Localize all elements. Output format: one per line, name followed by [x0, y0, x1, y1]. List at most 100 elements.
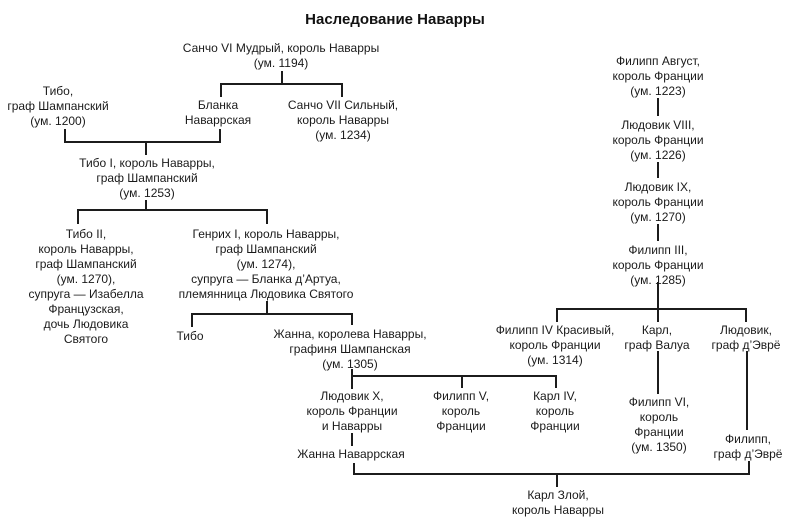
connector-line: [351, 369, 353, 389]
text-line: Людовик VIII,: [621, 118, 695, 132]
connector-line: [64, 141, 221, 143]
person-ludovik8: Людовик VIII, король Франции (ум. 1226): [612, 118, 703, 163]
person-genrih1: Генрих I, король Наварры, граф Шампански…: [179, 227, 354, 302]
person-tibo1: Тибо I, король Наварры, граф Шампанский …: [79, 156, 215, 201]
connector-line: [266, 301, 268, 315]
text-line: (ум. 1270): [630, 210, 686, 224]
text-line: (ум. 1270),: [56, 272, 116, 286]
person-philipp5: Филипп V, король Франции: [433, 389, 489, 434]
text-line: Карл,: [641, 323, 673, 337]
person-tibo2: Тибо II, король Наварры, граф Шампанский…: [29, 227, 144, 347]
text-line: Генрих I, король Наварры,: [192, 227, 340, 241]
text-line: Санчо VII Сильный,: [287, 98, 399, 112]
text-line: Жанна Наваррская: [297, 447, 405, 461]
connector-line: [657, 282, 659, 322]
text-line: Филипп,: [725, 432, 771, 446]
person-tibo-graf: Тибо, граф Шампанский (ум. 1200): [7, 84, 108, 129]
text-line: Карл Злой,: [527, 488, 589, 502]
connector-line: [556, 308, 747, 310]
text-line: король Франции: [509, 338, 601, 352]
text-line: Франции: [436, 419, 486, 433]
text-line: король Франции: [612, 69, 704, 83]
text-line: король Франции: [612, 195, 704, 209]
text-line: граф Шампанский: [35, 257, 137, 271]
text-line: Французская,: [48, 302, 124, 316]
text-line: король Наварры,: [38, 242, 134, 256]
connector-line: [351, 375, 557, 377]
text-line: и Наварры: [321, 419, 383, 433]
text-line: Филипп V,: [432, 389, 490, 403]
person-philipp-avgust: Филипп Август, король Франции (ум. 1223): [612, 54, 703, 99]
person-karl-valua: Карл, граф Валуа: [624, 323, 689, 353]
connector-line: [657, 162, 659, 178]
text-line: Филипп III,: [628, 243, 688, 257]
text-line: король Наварры: [297, 113, 389, 127]
text-line: (ум. 1285): [630, 273, 686, 287]
text-line: супруга — Изабелла: [28, 287, 144, 301]
text-line: Наваррская: [184, 113, 252, 127]
text-line: (ум. 1253): [119, 186, 175, 200]
connector-line: [657, 351, 659, 394]
person-blanka: Бланка Наваррская: [185, 98, 251, 128]
text-line: Людовик,: [720, 323, 772, 337]
connector-line: [353, 473, 750, 475]
person-sancho7: Санчо VII Сильный, король Наварры (ум. 1…: [288, 98, 398, 143]
person-philipp-evre: Филипп, граф д’Эврё: [714, 432, 783, 462]
text-line: Тибо II,: [65, 227, 107, 241]
person-ludovik9: Людовик IX, король Франции (ум. 1270): [612, 180, 703, 225]
connector-line: [353, 463, 355, 474]
person-zhanna-queen: Жанна, королева Наварры, графиня Шампанс…: [273, 327, 426, 372]
connector-line: [745, 308, 747, 322]
text-line: Карл IV,: [533, 389, 577, 403]
text-line: король: [441, 404, 481, 418]
text-line: Филипп VI,: [628, 395, 690, 409]
connector-line: [220, 83, 222, 97]
text-line: Жанна, королева Наварры,: [273, 327, 427, 341]
text-line: король Наварры: [512, 503, 604, 517]
connector-line: [77, 209, 79, 224]
person-philipp3: Филипп III, король Франции (ум. 1285): [612, 243, 703, 288]
text-line: (ум. 1194): [253, 56, 309, 70]
connector-line: [145, 200, 147, 211]
text-line: Франции: [634, 425, 684, 439]
connector-line: [351, 433, 353, 446]
connector-line: [748, 461, 750, 474]
text-line: (ум. 1200): [30, 114, 86, 128]
text-line: граф д’Эврё: [711, 338, 781, 352]
text-line: Людовик X,: [320, 389, 384, 403]
person-ludovik-evre: Людовик, граф д’Эврё: [712, 323, 781, 353]
text-line: (ум. 1305): [322, 357, 378, 371]
connector-line: [281, 71, 283, 84]
text-line: (ум. 1226): [630, 148, 686, 162]
text-line: Бланка: [197, 98, 239, 112]
person-philipp4: Филипп IV Красивый, король Франции (ум. …: [496, 323, 615, 368]
person-sancho6: Санчо VI Мудрый, король Наварры (ум. 119…: [183, 41, 379, 71]
person-karl-zloy: Карл Злой, король Наварры: [512, 488, 604, 518]
connector-line: [657, 224, 659, 241]
text-line: дочь Людовика: [43, 317, 129, 331]
text-line: Санчо VI Мудрый, король Наварры: [182, 41, 380, 55]
text-line: король Франции: [612, 133, 704, 147]
connector-line: [191, 313, 193, 327]
connector-line: [145, 141, 147, 155]
text-line: граф Валуа: [624, 338, 690, 352]
text-line: Тибо,: [42, 84, 74, 98]
text-line: граф Шампанский: [7, 99, 109, 113]
text-line: (ум. 1274),: [236, 257, 296, 271]
text-line: Тибо: [176, 329, 204, 343]
connector-line: [64, 129, 66, 143]
text-line: (ум. 1223): [630, 84, 686, 98]
connector-line: [657, 98, 659, 116]
connector-line: [556, 473, 558, 487]
text-line: Святого: [63, 332, 109, 346]
connector-line: [746, 351, 748, 430]
connector-line: [351, 313, 353, 325]
connector-line: [556, 308, 558, 322]
person-ludovik10: Людовик X, король Франции и Наварры: [306, 389, 397, 434]
text-line: Филипп IV Красивый,: [495, 323, 615, 337]
text-line: король Франции: [612, 258, 704, 272]
text-line: король Франции: [306, 404, 398, 418]
text-line: (ум. 1234): [315, 128, 371, 142]
connector-line: [461, 375, 463, 388]
